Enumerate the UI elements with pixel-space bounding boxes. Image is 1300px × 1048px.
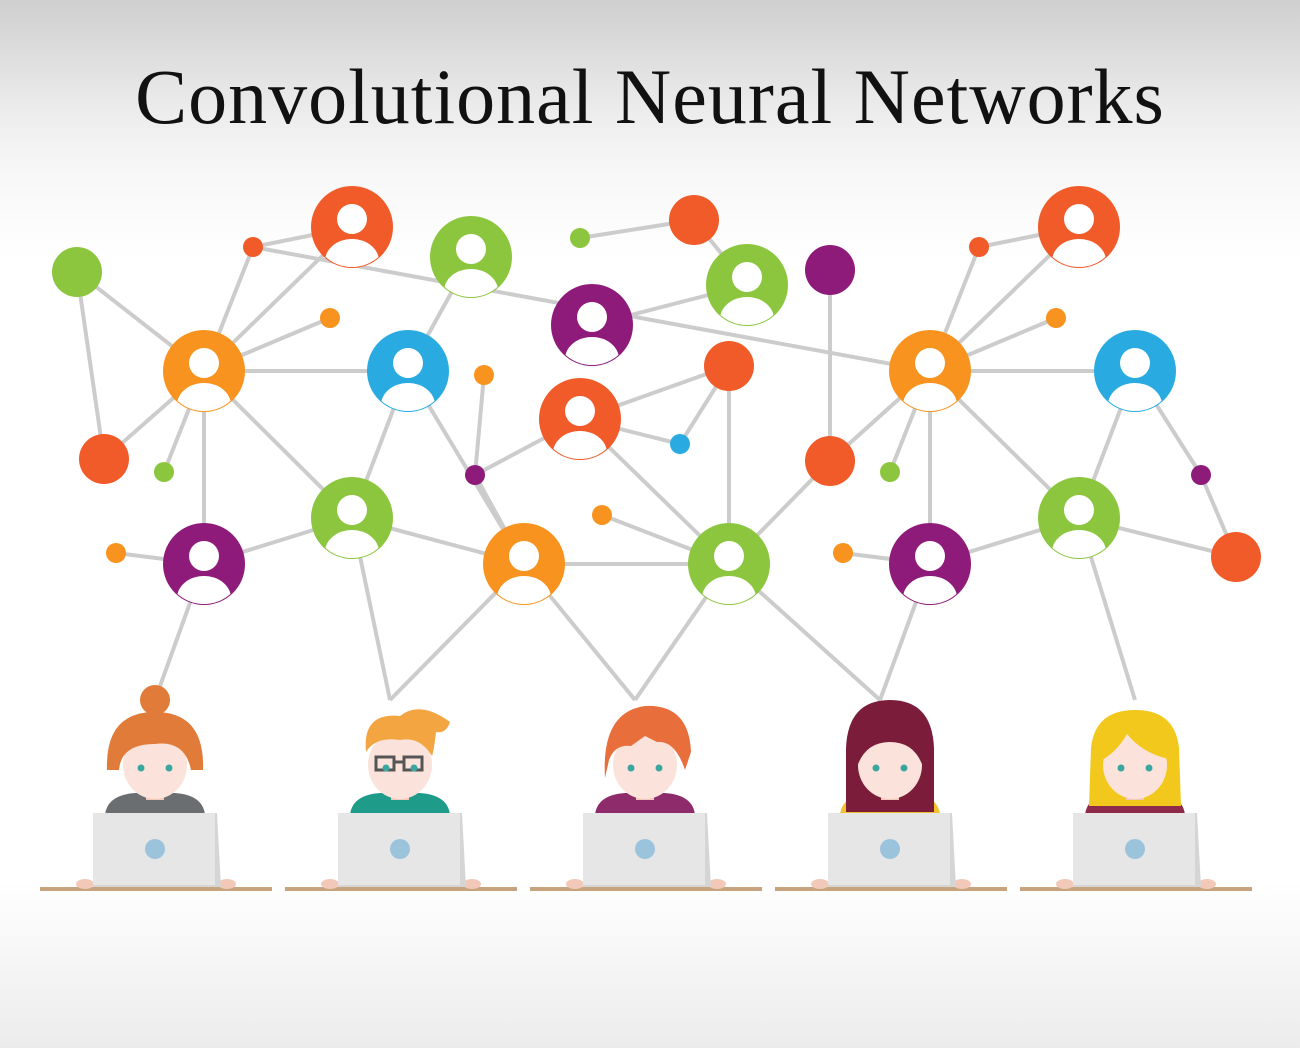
- face: [613, 731, 677, 799]
- green-dot-node: [880, 462, 900, 482]
- person-icon: [702, 541, 756, 604]
- person-icon: [1052, 204, 1106, 267]
- laptop-logo-icon: [1125, 839, 1145, 859]
- blue-person-node: [1094, 330, 1176, 412]
- eye: [382, 764, 390, 772]
- shirt: [350, 793, 450, 815]
- person-icon: [381, 348, 435, 411]
- person-icon: [903, 541, 957, 604]
- user-at-laptop: [530, 705, 762, 891]
- orange-person-node: [483, 523, 565, 605]
- laptop-logo-icon: [635, 839, 655, 859]
- orange-dot-node: [320, 308, 340, 328]
- links-layer: [75, 218, 1238, 702]
- face: [123, 731, 187, 799]
- laptop-logo-icon: [880, 839, 900, 859]
- green-dot-node: [52, 247, 102, 297]
- laptop-logo-icon: [390, 839, 410, 859]
- person-icon: [553, 396, 607, 459]
- red-person-node: [311, 186, 393, 268]
- purple-dot-node: [1191, 465, 1211, 485]
- green-dot-node: [154, 462, 174, 482]
- desk-line: [530, 887, 762, 891]
- orange-person-node: [889, 330, 971, 412]
- eye: [137, 764, 145, 772]
- eye: [900, 764, 908, 772]
- face: [368, 731, 432, 799]
- eye: [1145, 764, 1153, 772]
- red-dot-node: [1211, 532, 1261, 582]
- person-icon: [720, 262, 774, 325]
- diagram-title: Convolutional Neural Networks: [135, 53, 1165, 140]
- orange-dot-node: [1046, 308, 1066, 328]
- person-icon: [565, 302, 619, 365]
- purple-person-node: [163, 523, 245, 605]
- shirt: [105, 793, 205, 815]
- face: [858, 731, 922, 799]
- nodes-layer: [52, 186, 1261, 605]
- red-dot-node: [243, 237, 263, 257]
- red-person-node: [1038, 186, 1120, 268]
- person-icon: [1052, 495, 1106, 558]
- link-line: [75, 271, 106, 460]
- orange-dot-node: [592, 505, 612, 525]
- red-dot-node: [704, 341, 754, 391]
- laptop-logo-icon: [145, 839, 165, 859]
- hair: [106, 712, 204, 770]
- eye: [410, 764, 418, 772]
- red-person-node: [539, 378, 621, 460]
- link-line: [473, 374, 486, 476]
- user-at-laptop: [775, 700, 1007, 891]
- green-dot-node: [570, 228, 590, 248]
- purple-person-node: [889, 523, 971, 605]
- hair: [604, 705, 691, 778]
- person-icon: [903, 348, 957, 411]
- green-person-node: [706, 244, 788, 326]
- hair: [365, 709, 450, 756]
- person-icon: [497, 541, 551, 604]
- green-person-node: [1038, 477, 1120, 559]
- person-icon: [444, 234, 498, 297]
- orange-dot-node: [474, 365, 494, 385]
- desk-line: [40, 887, 272, 891]
- green-person-node: [688, 523, 770, 605]
- red-dot-node: [79, 434, 129, 484]
- eye: [165, 764, 173, 772]
- eye: [655, 764, 663, 772]
- blue-dot-node: [670, 434, 690, 454]
- eye: [627, 764, 635, 772]
- person-icon: [177, 541, 231, 604]
- eye: [1117, 764, 1125, 772]
- hair-bun: [140, 685, 170, 715]
- purple-person-node: [551, 284, 633, 366]
- red-dot-node: [669, 195, 719, 245]
- user-at-laptop: [285, 709, 517, 891]
- person-icon: [1108, 348, 1162, 411]
- shirt: [595, 793, 695, 815]
- purple-dot-node: [805, 245, 855, 295]
- desk-line: [775, 887, 1007, 891]
- red-dot-node: [969, 237, 989, 257]
- green-person-node: [430, 216, 512, 298]
- person-icon: [325, 495, 379, 558]
- users-layer: [40, 685, 1252, 891]
- blue-person-node: [367, 330, 449, 412]
- green-person-node: [311, 477, 393, 559]
- desk-line: [285, 887, 517, 891]
- purple-dot-node: [465, 465, 485, 485]
- orange-dot-node: [833, 543, 853, 563]
- eye: [872, 764, 880, 772]
- user-at-laptop: [40, 685, 272, 891]
- orange-dot-node: [106, 543, 126, 563]
- person-icon: [325, 204, 379, 267]
- person-icon: [177, 348, 231, 411]
- orange-person-node: [163, 330, 245, 412]
- desk-line: [1020, 887, 1252, 891]
- red-dot-node: [805, 436, 855, 486]
- user-at-laptop: [1020, 710, 1252, 891]
